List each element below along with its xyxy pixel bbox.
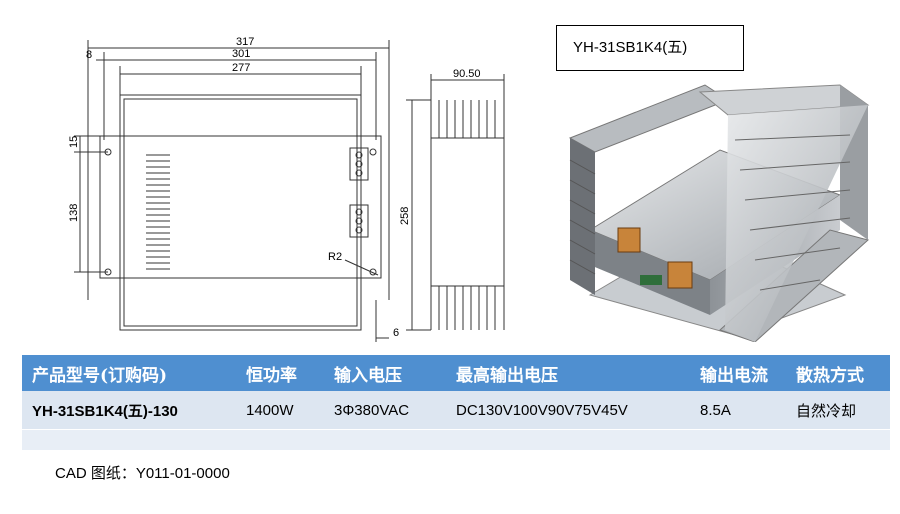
side-view-fins [430, 100, 505, 330]
header-power: 恒功率 [246, 365, 297, 386]
spec-table: 产品型号(订购码) 恒功率 输入电压 最高输出电压 输出电流 散热方式 YH-3… [22, 355, 890, 450]
vent-slots [146, 154, 170, 270]
header-model: 产品型号(订购码) [32, 365, 168, 386]
cell-cooling: 自然冷却 [796, 401, 857, 420]
dim-301: 301 [232, 48, 250, 60]
terminal-block-right [667, 261, 693, 289]
cell-output-current: 8.5A [700, 401, 731, 419]
dim-6: 6 [393, 327, 399, 339]
dim-317: 317 [236, 36, 254, 48]
header-output-current: 输出电流 [700, 365, 768, 386]
header-cooling: 散热方式 [796, 365, 864, 386]
cad-drawing-number: CAD 图纸：Y011-01-0000 [55, 465, 230, 482]
cover-outline [119, 94, 362, 331]
dim-258: 258 [399, 207, 411, 225]
cell-input-voltage: 3Φ380VAC [334, 401, 410, 419]
table-empty-row [22, 429, 890, 450]
cell-power: 1400W [246, 401, 294, 419]
cell-max-output-voltage: DC130V100V90V75V45V [456, 401, 628, 419]
dim-8: 8 [86, 49, 92, 61]
dim-138: 138 [68, 204, 80, 222]
side-view-body [430, 137, 505, 287]
technical-drawing: 317 301 277 8 15 138 R2 258 90.50 6 [68, 36, 505, 342]
header-input-voltage: 输入电压 [334, 365, 402, 386]
product-photo [568, 84, 870, 342]
dim-277: 277 [232, 62, 250, 74]
spec-table-header: 产品型号(订购码) 恒功率 输入电压 最高输出电压 输出电流 散热方式 [22, 355, 890, 391]
dim-15: 15 [68, 136, 80, 148]
header-max-output-voltage: 最高输出电压 [456, 365, 558, 386]
dim-r2: R2 [328, 251, 342, 263]
cell-model: YH-31SB1K4(五)-130 [32, 402, 178, 420]
terminal-blocks [349, 147, 369, 238]
table-row: YH-31SB1K4(五)-130 1400W 3Φ380VAC DC130V1… [22, 391, 890, 429]
dim-90-50: 90.50 [453, 68, 481, 80]
model-label-box: YH-31SB1K4(五) [556, 25, 744, 71]
terminal-block-left [617, 227, 641, 253]
